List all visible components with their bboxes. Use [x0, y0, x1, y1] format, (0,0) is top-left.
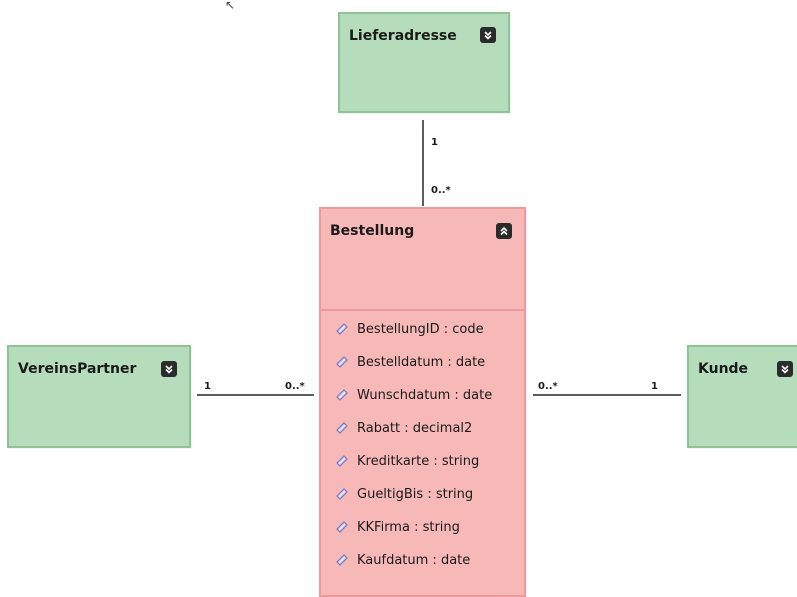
- attribute-label: GueltigBis : string: [357, 486, 474, 502]
- property-icon: [336, 488, 348, 500]
- entity-title: Bestellung: [330, 223, 415, 239]
- attribute-row[interactable]: BestellungID : code: [335, 318, 484, 340]
- multiplicity-label: 1: [204, 381, 211, 392]
- collapse-chevron-icon[interactable]: [496, 223, 512, 239]
- property-icon: [336, 554, 348, 566]
- entity-kunde[interactable]: Kunde: [687, 345, 797, 448]
- property-icon: [336, 356, 348, 368]
- attribute-label: Kreditkarte : string: [357, 453, 480, 469]
- association-line-vereinspartner-bestellung[interactable]: [197, 394, 314, 396]
- attribute-row[interactable]: Kreditkarte : string: [335, 450, 479, 472]
- expand-chevron-icon[interactable]: [161, 361, 177, 377]
- diagram-canvas: ↖ Lieferadresse 1 0..* Bestellung Bestel…: [7, 0, 797, 597]
- attribute-row[interactable]: Kaufdatum : date: [335, 549, 470, 571]
- attribute-label: BestellungID : code: [357, 321, 484, 337]
- association-line-lieferadresse-bestellung[interactable]: [422, 120, 424, 206]
- property-icon: [336, 389, 348, 401]
- property-icon: [336, 455, 348, 467]
- multiplicity-label: 1: [431, 137, 438, 148]
- entity-title: Lieferadresse: [349, 28, 457, 44]
- attribute-row[interactable]: KKFirma : string: [335, 516, 460, 538]
- multiplicity-label: 0..*: [538, 381, 558, 392]
- multiplicity-label: 0..*: [285, 381, 305, 392]
- multiplicity-label: 1: [651, 381, 658, 392]
- expand-chevron-icon[interactable]: [480, 27, 496, 43]
- attribute-row[interactable]: Rabatt : decimal2: [335, 417, 472, 439]
- attribute-row[interactable]: Wunschdatum : date: [335, 384, 492, 406]
- entity-vereinspartner[interactable]: VereinsPartner: [7, 345, 191, 448]
- attribute-label: Wunschdatum : date: [357, 387, 493, 403]
- association-line-bestellung-kunde[interactable]: [533, 394, 681, 396]
- multiplicity-label: 0..*: [431, 185, 451, 196]
- entity-title: VereinsPartner: [18, 361, 137, 377]
- property-icon: [336, 521, 348, 533]
- attribute-label: Rabatt : decimal2: [357, 420, 473, 436]
- mouse-cursor-icon: ↖: [225, 0, 236, 12]
- attribute-row[interactable]: Bestelldatum : date: [335, 351, 485, 373]
- attribute-label: KKFirma : string: [357, 519, 460, 535]
- property-icon: [336, 422, 348, 434]
- entity-title: Kunde: [698, 361, 749, 377]
- property-icon: [336, 323, 348, 335]
- attribute-row[interactable]: GueltigBis : string: [335, 483, 473, 505]
- attribute-label: Kaufdatum : date: [357, 552, 471, 568]
- attribute-list: BestellungID : code Bestelldatum : date …: [321, 309, 524, 595]
- entity-lieferadresse[interactable]: Lieferadresse: [338, 12, 510, 113]
- expand-chevron-icon[interactable]: [777, 361, 793, 377]
- entity-bestellung[interactable]: Bestellung BestellungID : code Bestellda…: [319, 207, 526, 597]
- attribute-label: Bestelldatum : date: [357, 354, 486, 370]
